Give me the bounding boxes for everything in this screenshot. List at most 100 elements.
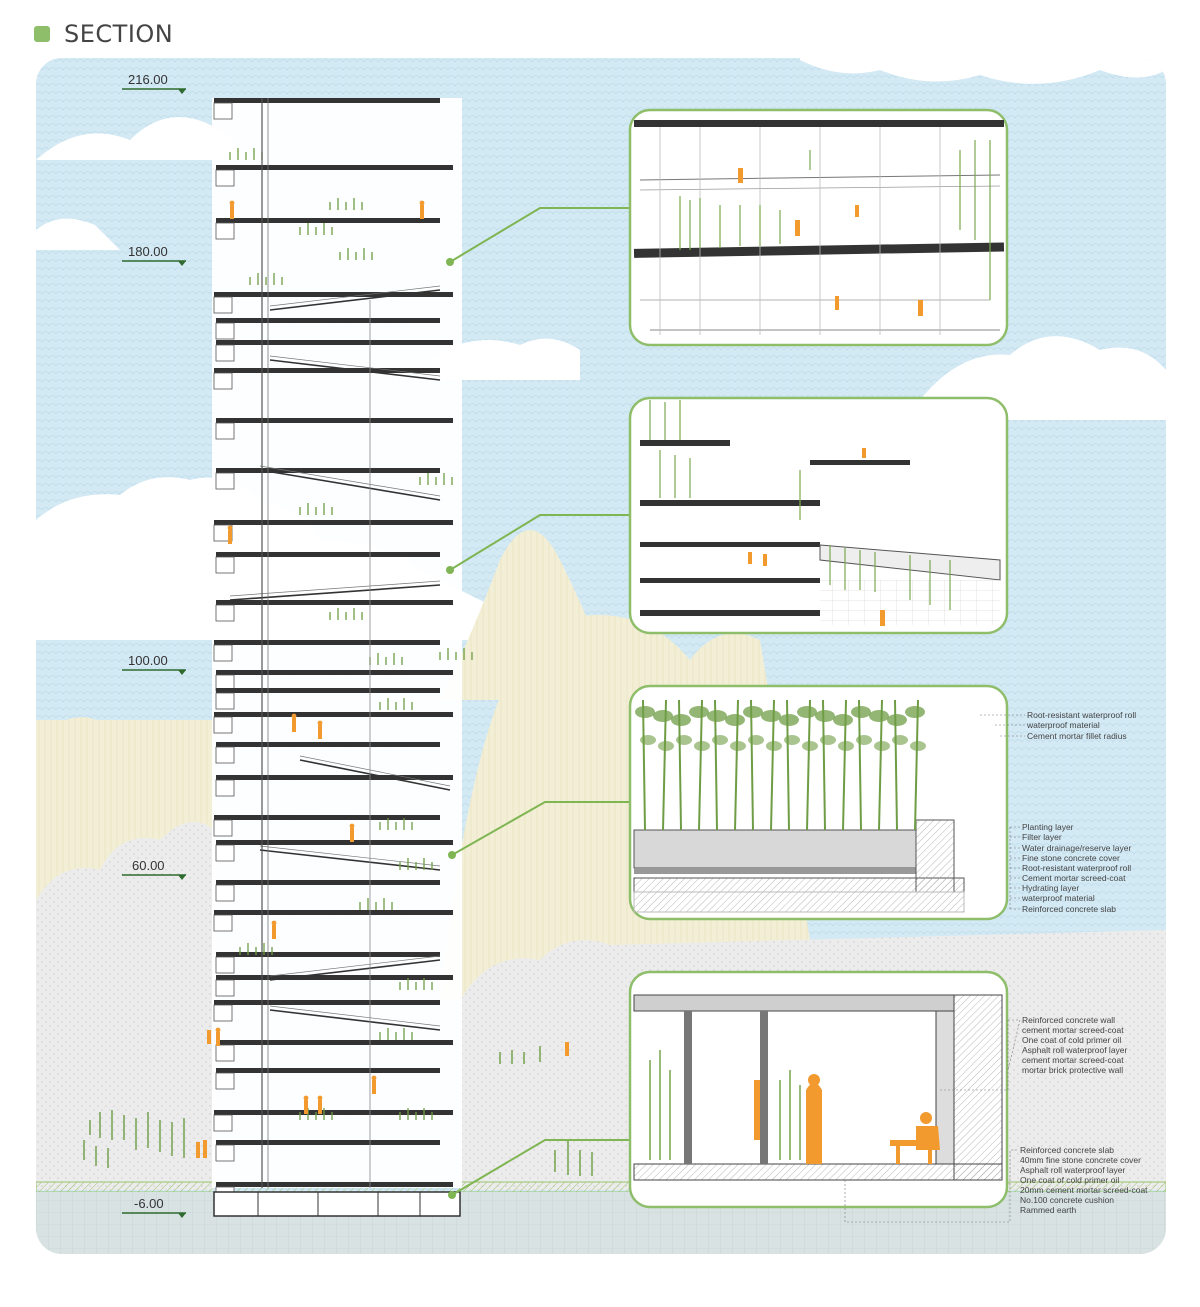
floor-slab [214,640,440,645]
level-marker-60: 60.00 [122,858,186,880]
ramp-rail [259,465,441,497]
ramp [259,469,441,501]
level-markers: 216.00 180.00 100.00 60.00 -6.00 [122,72,186,1218]
bamboo-foliage [766,741,782,751]
floor-slab [214,1110,453,1115]
person-head [419,200,425,206]
tower-section [212,98,473,1217]
person-figure [228,530,232,544]
bamboo-foliage [869,710,889,722]
floor-slab [216,670,453,675]
slab-edge [215,1144,235,1162]
svg-text:Root-resistant waterproof roll: Root-resistant waterproof roll [1022,863,1131,873]
svg-text:Asphalt roll waterproof layer: Asphalt roll waterproof layer [1020,1165,1126,1175]
ramp [299,759,451,791]
ramp [269,959,441,981]
bamboo-foliage [640,735,656,745]
ramp-rail [229,580,441,597]
slab-edge [213,1114,233,1132]
floor-slab [214,98,440,103]
field-figures [196,1030,569,1158]
floor-slab [216,552,440,557]
slab-edge [215,956,235,974]
bamboo-foliage [797,706,817,718]
bamboo-foliage [694,741,710,751]
floor-slab [216,318,440,323]
bamboo-stem [806,699,811,831]
ramp-rail [259,845,441,867]
floor-slab [216,1140,440,1145]
field-plants-right [499,1046,593,1176]
field-plants-left [83,1110,185,1168]
ramps [229,285,451,1031]
svg-text:cement mortar screed-coat: cement mortar screed-coat [1022,1025,1124,1035]
svg-text:Root-resistant waterproof roll: Root-resistant waterproof roll [1027,710,1136,720]
detail-panel-garden [628,396,1009,635]
basement-wall-callouts: Reinforced concrete wall cement mortar s… [1022,1015,1128,1075]
floor-slab [216,468,440,473]
floor-slab [216,952,440,957]
floor-slab [214,712,453,717]
bamboo-foliage [856,735,872,745]
slab-edge [213,819,233,837]
floor-slab [216,880,440,885]
level-label: 100.00 [128,653,168,668]
svg-text:waterproof material: waterproof material [1021,893,1095,903]
svg-text:Reinforced concrete slab: Reinforced concrete slab [1020,1145,1114,1155]
detail-panel-planter: Root-resistant waterproof roll waterproo… [628,684,1136,921]
ramp [269,289,441,311]
slab-edge [215,169,235,187]
svg-text:40mm fine stone concrete cover: 40mm fine stone concrete cover [1020,1155,1141,1165]
slab-edge [213,102,233,120]
bamboo-foliage [658,741,674,751]
svg-text:waterproof material: waterproof material [1026,720,1100,730]
bamboo-foliage [838,741,854,751]
person-head [271,920,277,926]
svg-text:cement mortar screed-coat: cement mortar screed-coat [1022,1055,1124,1065]
person-head [303,1095,309,1101]
floor-slab [216,600,453,605]
bamboo-foliage [730,741,746,751]
floor-slab [216,1068,440,1073]
ramp [259,849,441,871]
slab-edge [215,604,235,622]
ramp-rail [269,1005,441,1027]
svg-text:No.100 concrete cushion: No.100 concrete cushion [1020,1195,1114,1205]
tower-people [215,200,425,1114]
detail-panel-atrium [628,108,1009,347]
floor-slab [216,218,440,223]
slab-edge [215,884,235,902]
level-marker-180: 180.00 [122,244,186,266]
slab-edge [213,296,233,314]
bamboo-foliage [802,741,818,751]
bamboo-foliage [689,706,709,718]
heading-marker [34,26,50,42]
bamboo-foliage [833,714,853,726]
bamboo-foliage [707,710,727,722]
ramp [229,584,441,601]
person-head [227,525,233,531]
floor-slab [216,1182,453,1187]
bamboo-foliage [761,710,781,722]
ramp-rail [269,355,441,377]
level-label: 180.00 [128,244,168,259]
svg-text:Cement mortar screed-coat: Cement mortar screed-coat [1022,873,1126,883]
slab-edge [215,222,235,240]
svg-text:One coat of cold primer oil: One coat of cold primer oil [1022,1035,1121,1045]
slab-edge [215,322,235,340]
person-figure [304,1100,308,1114]
bamboo-foliage [671,714,691,726]
bamboo-stem [914,699,919,831]
slab-edge [215,746,235,764]
level-marker-100: 100.00 [122,653,186,675]
svg-text:Filter layer: Filter layer [1022,832,1062,842]
ramp-rail [299,755,451,787]
level-label: 216.00 [128,72,168,87]
person-figure [318,1100,322,1114]
bamboo-foliage [635,706,655,718]
person-figure [420,205,424,219]
bamboo-foliage [748,735,764,745]
slab-edge [215,422,235,440]
svg-text:Asphalt roll waterproof layer: Asphalt roll waterproof layer [1022,1045,1128,1055]
